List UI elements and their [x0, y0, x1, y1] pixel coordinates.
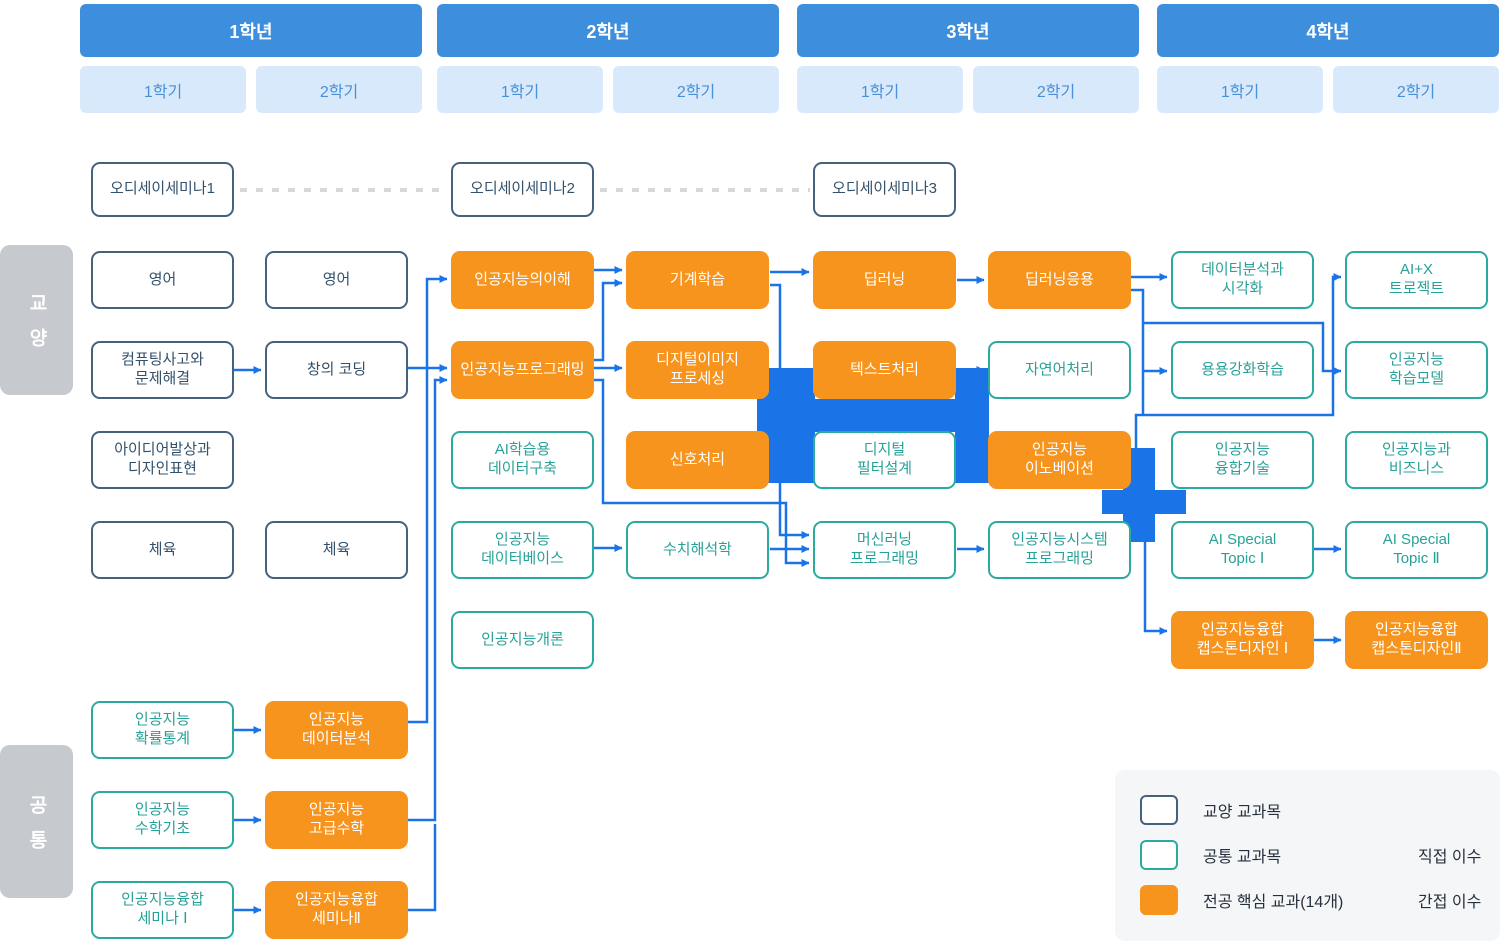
course-box-y41-fusion: 인공지능 융합기술 [1171, 431, 1314, 489]
legend-swatch-general [1140, 795, 1178, 825]
course-box-od3: 오디세이세미나3 [813, 162, 956, 217]
course-box-y22-dip: 디지털이미지 프로세싱 [626, 341, 769, 399]
course-box-y42-topic2: AI Special Topic Ⅱ [1345, 521, 1488, 579]
course-box-od2: 오디세이세미나2 [451, 162, 594, 217]
legend-label-general: 교양 교과목 [1203, 804, 1282, 821]
course-box-y32-innovation: 인공지능 이노베이션 [988, 431, 1131, 489]
year-3-semester-1: 1학기 [797, 66, 963, 113]
course-box-y41-dataviz: 데이터분석과 시각화 [1171, 251, 1314, 309]
course-box-y21-aiunderstand: 인공지능의이해 [451, 251, 594, 309]
course-box-y12-coding: 창의 코딩 [265, 341, 408, 399]
year-header-1: 1학년 [80, 4, 422, 57]
year-2-semester-2: 2학기 [613, 66, 779, 113]
year-header-4: 4학년 [1157, 4, 1499, 57]
year-1-semester-2: 2학기 [256, 66, 422, 113]
course-box-y42-capstone2: 인공지능융합 캡스톤디자인Ⅱ [1345, 611, 1488, 669]
course-box-y41-topic1: AI Special Topic Ⅰ [1171, 521, 1314, 579]
course-box-y31-text: 텍스트처리 [813, 341, 956, 399]
course-box-y32-nlp: 자연어처리 [988, 341, 1131, 399]
course-box-y11-idea: 아이디어발상과 디자인표현 [91, 431, 234, 489]
course-box-y12-seminar2: 인공지능융합 세미나Ⅱ [265, 881, 408, 939]
junction-blobs [757, 368, 1186, 542]
legend-label-common: 공통 교과목 [1203, 849, 1282, 866]
course-box-y12-english: 영어 [265, 251, 408, 309]
course-box-y12-pe: 체육 [265, 521, 408, 579]
side-label-gongtong: 공통 [0, 745, 73, 898]
legend-swatch-core [1140, 885, 1178, 915]
course-box-y31-mlprog: 머신러닝 프로그래밍 [813, 521, 956, 579]
year-3-semester-2: 2학기 [973, 66, 1139, 113]
course-box-y41-rl: 용용강화학습 [1171, 341, 1314, 399]
year-4-semester-1: 1학기 [1157, 66, 1323, 113]
course-box-y21-aiprog: 인공지능프로그래밍 [451, 341, 594, 399]
course-box-y32-aisys: 인공지능시스템 프로그래밍 [988, 521, 1131, 579]
course-box-y42-aix: AI+X 트로젝트 [1345, 251, 1488, 309]
course-box-y11-english: 영어 [91, 251, 234, 309]
course-box-y32-dlapp: 딥러닝응용 [988, 251, 1131, 309]
course-box-y11-mathbasic: 인공지능 수학기초 [91, 791, 234, 849]
course-box-y11-computing: 컴퓨팅사고와 문제해결 [91, 341, 234, 399]
legend: 교양 교과목 공통 교과목 전공 핵심 교과(14개) 직접 이수 간접 이수 [1115, 770, 1500, 941]
year-1-semester-1: 1학기 [80, 66, 246, 113]
course-box-y22-ml: 기계학습 [626, 251, 769, 309]
year-2-semester-1: 1학기 [437, 66, 603, 113]
course-box-y41-capstone1: 인공지능융합 캡스톤디자인 Ⅰ [1171, 611, 1314, 669]
course-box-y42-biz: 인공지능과 비즈니스 [1345, 431, 1488, 489]
direct-links [234, 266, 1342, 914]
course-box-y11-pe: 체육 [91, 521, 234, 579]
course-box-y22-numeric: 수치해석학 [626, 521, 769, 579]
year-header-2: 2학년 [437, 4, 779, 57]
course-box-od1: 오디세이세미나1 [91, 162, 234, 217]
year-header-3: 3학년 [797, 4, 1139, 57]
course-box-y21-aidb: 인공지능 데이터베이스 [451, 521, 594, 579]
legend-label-direct: 직접 이수 [1418, 849, 1482, 866]
course-box-y42-model: 인공지능 학습모델 [1345, 341, 1488, 399]
course-box-y31-filter: 디지털 필터설계 [813, 431, 956, 489]
course-box-y12-dataanalysis: 인공지능 데이터분석 [265, 701, 408, 759]
legend-label-indirect: 간접 이수 [1418, 894, 1482, 911]
legend-swatch-common [1140, 840, 1178, 870]
legend-label-core: 전공 핵심 교과(14개) [1203, 894, 1344, 911]
course-box-y21-aiintro: 인공지능개론 [451, 611, 594, 669]
course-box-y11-prob: 인공지능 확률통계 [91, 701, 234, 759]
course-box-y31-dl: 딥러닝 [813, 251, 956, 309]
course-box-y12-advmath: 인공지능 고급수학 [265, 791, 408, 849]
course-box-y11-seminar1: 인공지능융합 세미나 Ⅰ [91, 881, 234, 939]
side-label-gyoyang: 교양 [0, 245, 73, 395]
year-4-semester-2: 2학기 [1333, 66, 1499, 113]
course-box-y22-signal: 신호처리 [626, 431, 769, 489]
course-box-y21-aidata: AI학습용 데이터구축 [451, 431, 594, 489]
